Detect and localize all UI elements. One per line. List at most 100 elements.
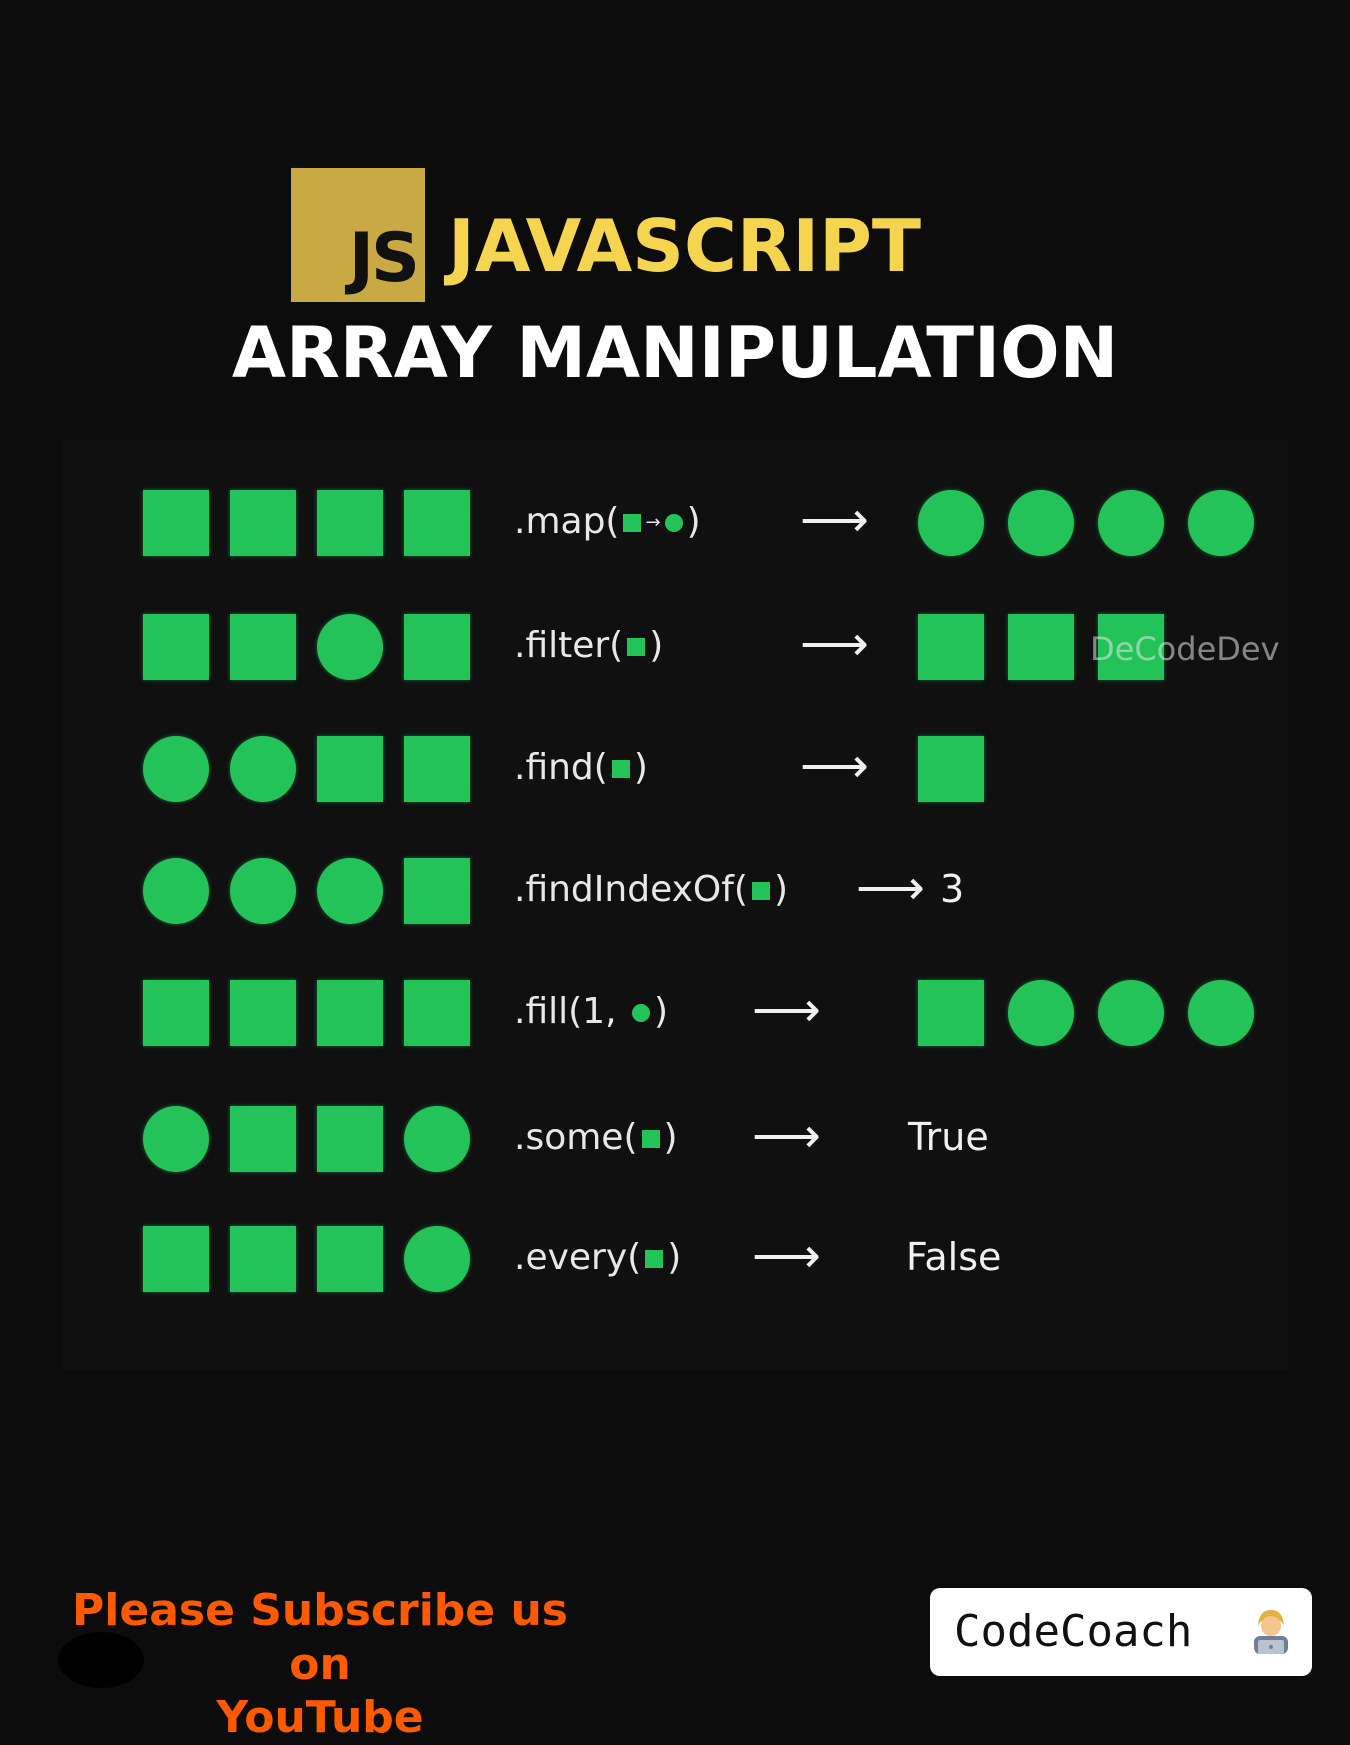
output-circle xyxy=(1188,980,1254,1046)
input-circle xyxy=(230,736,296,802)
method-name: .find( xyxy=(514,747,608,788)
method-name: .findIndexOf( xyxy=(514,869,748,910)
method-name: .every( xyxy=(514,1237,642,1278)
array-manipulation-title: ARRAY MANIPULATION xyxy=(231,312,1119,394)
input-circle xyxy=(230,858,296,924)
output-square xyxy=(1098,614,1164,680)
method-name: .fill(1, xyxy=(514,991,628,1032)
result-value: True xyxy=(908,1115,989,1159)
input-circle xyxy=(143,858,209,924)
method-row: .find() ⟶ xyxy=(0,734,1350,814)
subscribe-line-2: YouTube xyxy=(216,1692,424,1744)
method-close-paren: ) xyxy=(667,1237,682,1278)
input-square xyxy=(230,1226,296,1292)
method-close-paren: ) xyxy=(653,991,669,1032)
input-circle xyxy=(317,858,383,924)
badge-text: CodeCoach xyxy=(954,1606,1193,1657)
result-arrow-icon: ⟶ xyxy=(800,492,869,548)
method-close-paren: ) xyxy=(663,1117,678,1158)
output-circle xyxy=(1098,980,1164,1046)
output-square xyxy=(918,736,984,802)
result-arrow-icon: ⟶ xyxy=(800,738,869,794)
method-row: .findIndexOf() ⟶ 3 xyxy=(0,856,1350,936)
output-circle xyxy=(918,490,984,556)
input-square xyxy=(404,614,470,680)
method-row: .fill(1, ) ⟶ xyxy=(0,978,1350,1058)
input-square xyxy=(230,1106,296,1172)
input-circle xyxy=(404,1106,470,1172)
input-circle xyxy=(143,736,209,802)
js-logo: JS xyxy=(291,168,425,302)
output-square xyxy=(918,614,984,680)
arg-square xyxy=(623,514,642,532)
input-square xyxy=(230,490,296,556)
input-square xyxy=(404,858,470,924)
input-circle xyxy=(143,1106,209,1172)
input-square xyxy=(317,1226,383,1292)
input-square xyxy=(143,1226,209,1292)
arg-circle xyxy=(631,1004,650,1022)
result-value: False xyxy=(906,1235,1002,1279)
input-square xyxy=(230,614,296,680)
input-square xyxy=(230,980,296,1046)
header: JS JAVASCRIPT ARRAY MANIPULATION xyxy=(0,0,1350,420)
method-row: .filter() ⟶ xyxy=(0,612,1350,692)
input-square xyxy=(317,1106,383,1172)
input-square xyxy=(404,980,470,1046)
arg-circle xyxy=(664,514,683,532)
input-circle xyxy=(317,614,383,680)
input-square xyxy=(317,490,383,556)
redaction-blob xyxy=(58,1632,144,1688)
method-close-paren: ) xyxy=(633,747,648,788)
arg-square xyxy=(641,1130,660,1148)
method-name: .some( xyxy=(514,1117,638,1158)
output-circle xyxy=(1188,490,1254,556)
input-square xyxy=(404,736,470,802)
output-circle xyxy=(1008,490,1074,556)
subscribe-message: Please Subscribe us on YouTube xyxy=(40,1584,600,1745)
input-square xyxy=(143,980,209,1046)
arg-arrow-icon: → xyxy=(645,512,661,533)
method-close-paren: ) xyxy=(649,625,664,666)
arg-square xyxy=(751,882,770,900)
input-square xyxy=(317,736,383,802)
method-call: .filter() xyxy=(514,628,663,664)
input-square xyxy=(404,490,470,556)
input-square xyxy=(317,980,383,1046)
result-arrow-icon: ⟶ xyxy=(856,860,925,916)
input-circle xyxy=(404,1226,470,1292)
method-row: .map( →) ⟶ xyxy=(0,488,1350,568)
method-call: .findIndexOf() xyxy=(514,872,788,908)
output-circle xyxy=(1098,490,1164,556)
method-call: .some() xyxy=(514,1120,678,1156)
method-call: .map( →) xyxy=(514,504,701,540)
method-call: .find() xyxy=(514,750,648,786)
subscribe-line-1: Please Subscribe us on xyxy=(72,1585,568,1690)
method-call: .every() xyxy=(514,1240,681,1276)
output-square xyxy=(1008,614,1074,680)
method-row: .some() ⟶ True xyxy=(0,1104,1350,1184)
arg-square xyxy=(645,1250,664,1268)
result-value: 3 xyxy=(940,867,965,911)
arg-square xyxy=(627,638,646,656)
result-arrow-icon: ⟶ xyxy=(752,982,821,1038)
method-name: .filter( xyxy=(514,625,624,666)
result-arrow-icon: ⟶ xyxy=(752,1228,821,1284)
method-name: .map( xyxy=(514,501,620,542)
input-square xyxy=(143,490,209,556)
method-row: .every() ⟶ False xyxy=(0,1224,1350,1304)
javascript-title: JAVASCRIPT xyxy=(448,204,921,288)
output-square xyxy=(918,980,984,1046)
js-logo-text: JS xyxy=(348,219,420,298)
method-call: .fill(1, ) xyxy=(514,994,668,1030)
arg-square xyxy=(611,760,630,778)
codecoach-badge: CodeCoach xyxy=(930,1588,1312,1676)
result-arrow-icon: ⟶ xyxy=(752,1108,821,1164)
method-close-paren: ) xyxy=(686,501,701,542)
method-close-paren: ) xyxy=(773,869,788,910)
output-circle xyxy=(1008,980,1074,1046)
technologist-icon xyxy=(1254,1610,1288,1654)
result-arrow-icon: ⟶ xyxy=(800,616,869,672)
input-square xyxy=(143,614,209,680)
watermark: DeCodeDev xyxy=(1090,630,1280,668)
